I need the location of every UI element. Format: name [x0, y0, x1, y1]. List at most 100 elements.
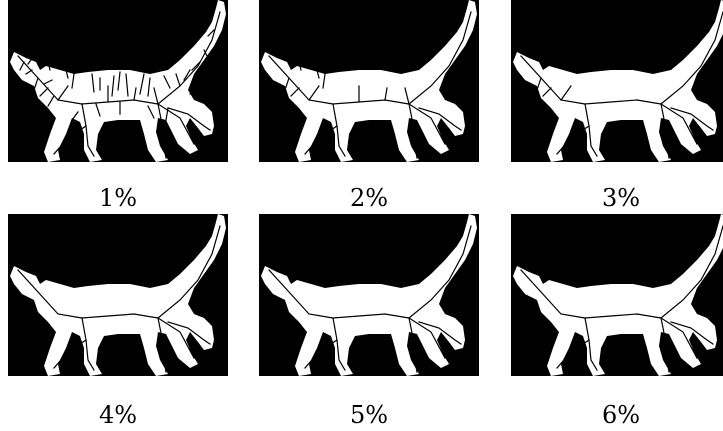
skeleton-branch [37, 57, 43, 67]
skeleton-branch [25, 69, 33, 75]
skeleton-branch [19, 61, 25, 71]
skeleton-branch [670, 107, 714, 131]
skeleton-branch [53, 339, 87, 369]
skeleton-branch [332, 99, 410, 105]
skeleton-branch [660, 225, 723, 319]
skeleton-branch [584, 103, 598, 157]
skeleton-branch [17, 269, 83, 319]
cat-silhouette [513, 214, 723, 376]
skeleton-branch [133, 87, 137, 101]
skeleton-branch [418, 107, 462, 131]
skeleton-branch [408, 11, 472, 105]
skeleton-branch [520, 55, 586, 105]
skeleton-branch [322, 73, 326, 89]
skeleton-branch [39, 87, 49, 97]
skeleton-branch [47, 95, 55, 107]
skeleton-branch [408, 103, 446, 145]
skeleton-branch [81, 103, 95, 157]
skeleton-branch [157, 317, 195, 359]
skeleton-branch [53, 125, 87, 155]
caption-3: 3% [601, 184, 641, 212]
skeleton-branch [404, 87, 410, 105]
skeleton-branch [288, 57, 294, 67]
skeleton-branch [268, 269, 334, 319]
skeleton-branch [47, 61, 51, 71]
skeleton-branch [167, 107, 211, 131]
cat-silhouette [261, 0, 477, 162]
skeleton-branch [91, 73, 95, 93]
skeleton-branch [660, 317, 698, 359]
skeleton-branch [157, 11, 221, 105]
cat-skeleton-image-5 [259, 214, 479, 376]
skeleton-branch [308, 85, 320, 101]
skeleton-branch [183, 69, 191, 81]
skeleton-lines [17, 225, 221, 373]
panel-5 [259, 214, 479, 376]
skeleton-branch [65, 69, 69, 79]
skeleton-branch [157, 225, 221, 319]
skeleton-branch [57, 85, 69, 101]
skeleton-branch [139, 73, 145, 95]
caption-1: 1% [98, 184, 138, 212]
cat-silhouette [513, 0, 723, 162]
skeleton-branch [71, 73, 75, 89]
panel-4 [8, 214, 228, 376]
caption-5: 5% [349, 401, 389, 429]
skeleton-branch [165, 107, 169, 121]
skeleton-branch [153, 87, 159, 105]
skeleton-branch [542, 87, 552, 97]
cat-skeleton-image-4 [8, 214, 228, 376]
skeleton-branch [304, 125, 338, 155]
skeleton-branch [408, 103, 418, 159]
panel-6 [511, 214, 723, 376]
skeleton-branch [81, 99, 159, 105]
cat-silhouette [10, 214, 226, 376]
skeleton-branch [418, 321, 462, 345]
skeleton-branch [584, 99, 662, 105]
cat-skeleton-image-2 [259, 0, 479, 162]
skeleton-branch [81, 313, 159, 319]
skeleton-lines [17, 11, 221, 159]
skeleton-branch [316, 69, 320, 79]
skeleton-lines [520, 11, 723, 159]
panel-2 [259, 0, 479, 162]
skeleton-branch [163, 75, 171, 89]
skeleton-branch [207, 29, 215, 37]
skeleton-branch [125, 73, 129, 97]
skeleton-branch [660, 103, 670, 159]
skeleton-branch [660, 103, 698, 145]
skeleton-branch [111, 75, 115, 97]
skeleton-branch [332, 103, 346, 157]
skeleton-branch [584, 317, 598, 371]
skeleton-branch [536, 77, 542, 91]
skeleton-branch [556, 339, 590, 369]
caption-6: 6% [601, 401, 641, 429]
skeleton-branch [332, 313, 410, 319]
cat-skeleton-image-1 [8, 0, 228, 162]
skeleton-branch [27, 55, 35, 65]
cat-skeleton-image-3 [511, 0, 723, 162]
skeleton-branch [584, 313, 662, 319]
skeleton-branch [157, 103, 167, 159]
skeleton-branch [284, 77, 290, 91]
skeleton-branch [157, 317, 167, 373]
skeleton-branch [290, 87, 300, 97]
skeleton-branch [147, 105, 155, 119]
skeleton-lines [268, 11, 472, 159]
skeleton-branch [660, 317, 670, 373]
skeleton-branch [167, 321, 211, 345]
skeleton-branch [33, 77, 39, 91]
skeleton-branch [384, 87, 388, 101]
skeleton-branch [556, 125, 590, 155]
skeleton-branch [298, 61, 302, 71]
skeleton-branch [71, 111, 79, 121]
cat-silhouette [261, 214, 477, 376]
skeleton-branch [520, 269, 586, 319]
skeleton-lines [268, 225, 472, 373]
skeleton-branch [189, 87, 201, 95]
skeleton-branch [147, 77, 151, 97]
cat-skeleton-image-6 [511, 214, 723, 376]
skeleton-branch [408, 317, 418, 373]
skeleton-branch [268, 55, 334, 105]
skeleton-branch [17, 55, 83, 105]
